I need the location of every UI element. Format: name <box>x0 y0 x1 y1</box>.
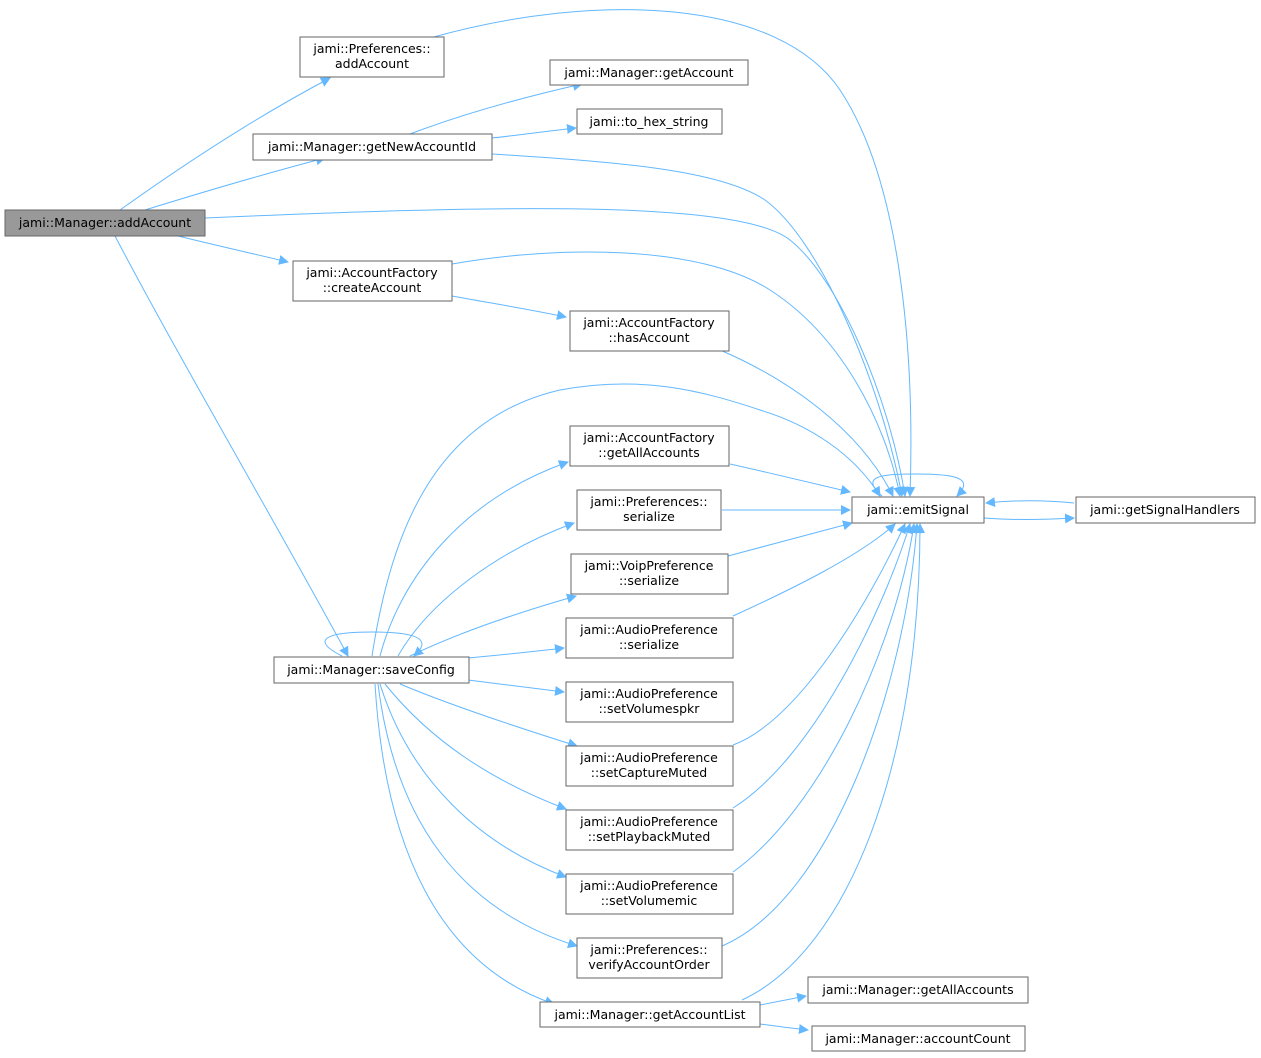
edge-saveconfig-to-voippreference-serialize <box>409 593 577 657</box>
edge-getaccountlist-to-accountcount <box>759 1023 809 1034</box>
node-label: jami::Preferences:: <box>589 942 707 957</box>
node-audiopreference-setvolumemic[interactable]: jami::AudioPreference ::setVolumemic <box>565 873 734 915</box>
edge-addaccount-to-getnewaccountid <box>144 155 326 211</box>
node-label: jami::Manager::getNewAccountId <box>267 139 476 154</box>
node-label: jami::emitSignal <box>866 502 969 517</box>
edge-saveconfig-to-getallaccounts-factory <box>379 460 569 657</box>
node-accountfactory-hasaccount[interactable]: jami::AccountFactory ::hasAccount <box>569 310 730 352</box>
edge-saveconfig-self-loop <box>324 631 425 657</box>
node-audiopreference-serialize[interactable]: jami::AudioPreference ::serialize <box>565 617 734 659</box>
node-label: jami::Preferences:: <box>589 494 707 509</box>
edge-setplaybackmuted-to-emitsignal <box>732 523 913 809</box>
node-label: ::setVolumemic <box>601 893 698 908</box>
node-label: ::setVolumespkr <box>599 701 701 716</box>
edge-createaccount-to-hasaccount <box>451 295 567 321</box>
node-tohexstring[interactable]: jami::to_hex_string <box>576 108 723 135</box>
edge-saveconfig-to-setplaybackmuted <box>384 683 567 811</box>
node-accountfactory-getallaccounts[interactable]: jami::AccountFactory ::getAllAccounts <box>569 425 730 467</box>
edge-getsignalhandlers-to-emitsignal <box>985 497 1075 508</box>
node-audiopreference-setcapturemuted[interactable]: jami::AudioPreference ::setCaptureMuted <box>565 745 734 787</box>
edge-hasaccount-to-emitsignal <box>719 349 894 497</box>
edge-emitsignal-to-getsignalhandlers <box>983 513 1075 524</box>
node-manager-getaccount[interactable]: jami::Manager::getAccount <box>549 59 749 86</box>
node-label: verifyAccountOrder <box>588 957 710 972</box>
edge-saveconfig-to-verifyaccountorder <box>377 683 578 949</box>
edge-createaccount-to-emitsignal <box>451 251 904 497</box>
edge-saveconfig-to-setvolumespkr <box>467 679 565 696</box>
edge-getnewaccountid-to-emitsignal <box>491 153 906 497</box>
node-label: ::setCaptureMuted <box>591 765 707 780</box>
nodes-layer: jami::Manager::addAccount jami::Preferen… <box>4 36 1256 1052</box>
edge-saveconfig-to-audiopreference-serialize <box>467 644 565 659</box>
edge-preferences-addaccount-to-emitsignal <box>429 9 916 497</box>
edge-saveconfig-to-setvolumemic <box>379 683 567 879</box>
node-audiopreference-setvolumespkr[interactable]: jami::AudioPreference ::setVolumespkr <box>565 681 734 723</box>
node-label: jami::Manager::getAccountList <box>553 1007 745 1022</box>
edge-getnewaccountid-to-getaccount <box>409 81 583 135</box>
node-label: jami::AudioPreference <box>579 814 718 829</box>
node-label: jami::to_hex_string <box>589 114 709 129</box>
edge-saveconfig-to-getaccountlist <box>374 683 555 1006</box>
edge-addaccount-to-saveconfig <box>114 235 349 657</box>
edge-setvolumemic-to-emitsignal <box>732 523 918 873</box>
node-label: jami::AudioPreference <box>579 878 718 893</box>
node-label: ::setPlaybackMuted <box>588 829 711 844</box>
edge-saveconfig-to-emitsignal <box>371 383 881 657</box>
edge-audiopreference-serialize-to-emitsignal <box>732 523 896 617</box>
node-label: jami::AccountFactory <box>582 315 715 330</box>
node-manager-saveconfig[interactable]: jami::Manager::saveConfig <box>273 656 470 684</box>
edge-setcapturemuted-to-emitsignal <box>732 523 906 746</box>
node-label: ::serialize <box>619 573 679 588</box>
node-label: jami::getSignalHandlers <box>1089 502 1240 517</box>
node-label: ::getAllAccounts <box>598 445 699 460</box>
node-preferences-verifyaccountorder[interactable]: jami::Preferences:: verifyAccountOrder <box>576 937 723 979</box>
node-label: ::createAccount <box>323 280 422 295</box>
node-manager-getnewaccountid[interactable]: jami::Manager::getNewAccountId <box>252 133 493 161</box>
node-label: jami::Manager::accountCount <box>824 1031 1010 1046</box>
edge-getnewaccountid-to-tohexstring <box>491 123 577 139</box>
node-label: jami::VoipPreference <box>584 558 714 573</box>
node-label: jami::Manager::getAllAccounts <box>821 982 1013 997</box>
edge-saveconfig-to-setcapturemuted <box>399 683 578 749</box>
node-label: jami::Manager::addAccount <box>18 215 191 230</box>
node-label: ::serialize <box>619 637 679 652</box>
node-manager-getaccountlist[interactable]: jami::Manager::getAccountList <box>539 1001 761 1028</box>
edges-layer <box>114 9 1075 1034</box>
node-label: jami::Manager::getAccount <box>563 65 733 80</box>
node-label: jami::AudioPreference <box>579 622 718 637</box>
edge-verifyaccountorder-to-emitsignal <box>721 523 922 947</box>
node-label: jami::AudioPreference <box>579 686 718 701</box>
node-preferences-addaccount[interactable]: jami::Preferences:: addAccount <box>299 36 445 78</box>
edge-getaccountlist-to-emitsignal <box>741 523 925 1001</box>
node-voippreference-serialize[interactable]: jami::VoipPreference ::serialize <box>570 553 729 595</box>
node-label: ::hasAccount <box>609 330 690 345</box>
edge-getallaccounts-factory-to-emitsignal <box>729 463 851 495</box>
node-label: jami::Manager::saveConfig <box>286 662 455 677</box>
node-label: jami::AudioPreference <box>579 750 718 765</box>
node-audiopreference-setplaybackmuted[interactable]: jami::AudioPreference ::setPlaybackMuted <box>565 809 734 851</box>
node-emitsignal[interactable]: jami::emitSignal <box>851 496 985 524</box>
edge-addaccount-to-createaccount <box>169 233 289 265</box>
edge-getaccountlist-to-manager-getallaccounts <box>759 992 807 1006</box>
node-manager-addaccount[interactable]: jami::Manager::addAccount <box>4 209 206 237</box>
node-label: jami::AccountFactory <box>582 430 715 445</box>
node-preferences-serialize[interactable]: jami::Preferences:: serialize <box>576 489 722 531</box>
node-getsignalhandlers[interactable]: jami::getSignalHandlers <box>1075 496 1256 524</box>
node-label: jami::AccountFactory <box>305 265 438 280</box>
node-manager-getallaccounts[interactable]: jami::Manager::getAllAccounts <box>807 976 1029 1004</box>
node-manager-accountcount[interactable]: jami::Manager::accountCount <box>811 1025 1026 1052</box>
edge-addaccount-to-preferences-addaccount <box>119 77 331 211</box>
edge-addaccount-to-emitsignal <box>204 208 909 497</box>
edge-voippreference-serialize-to-emitsignal <box>727 520 853 557</box>
node-accountfactory-createaccount[interactable]: jami::AccountFactory ::createAccount <box>292 260 453 302</box>
node-label: serialize <box>623 509 675 524</box>
node-label: jami::Preferences:: <box>312 41 430 56</box>
edge-emitsignal-self-loop <box>872 473 967 497</box>
edge-saveconfig-to-preferences-serialize <box>397 521 575 657</box>
node-label: addAccount <box>335 56 409 71</box>
